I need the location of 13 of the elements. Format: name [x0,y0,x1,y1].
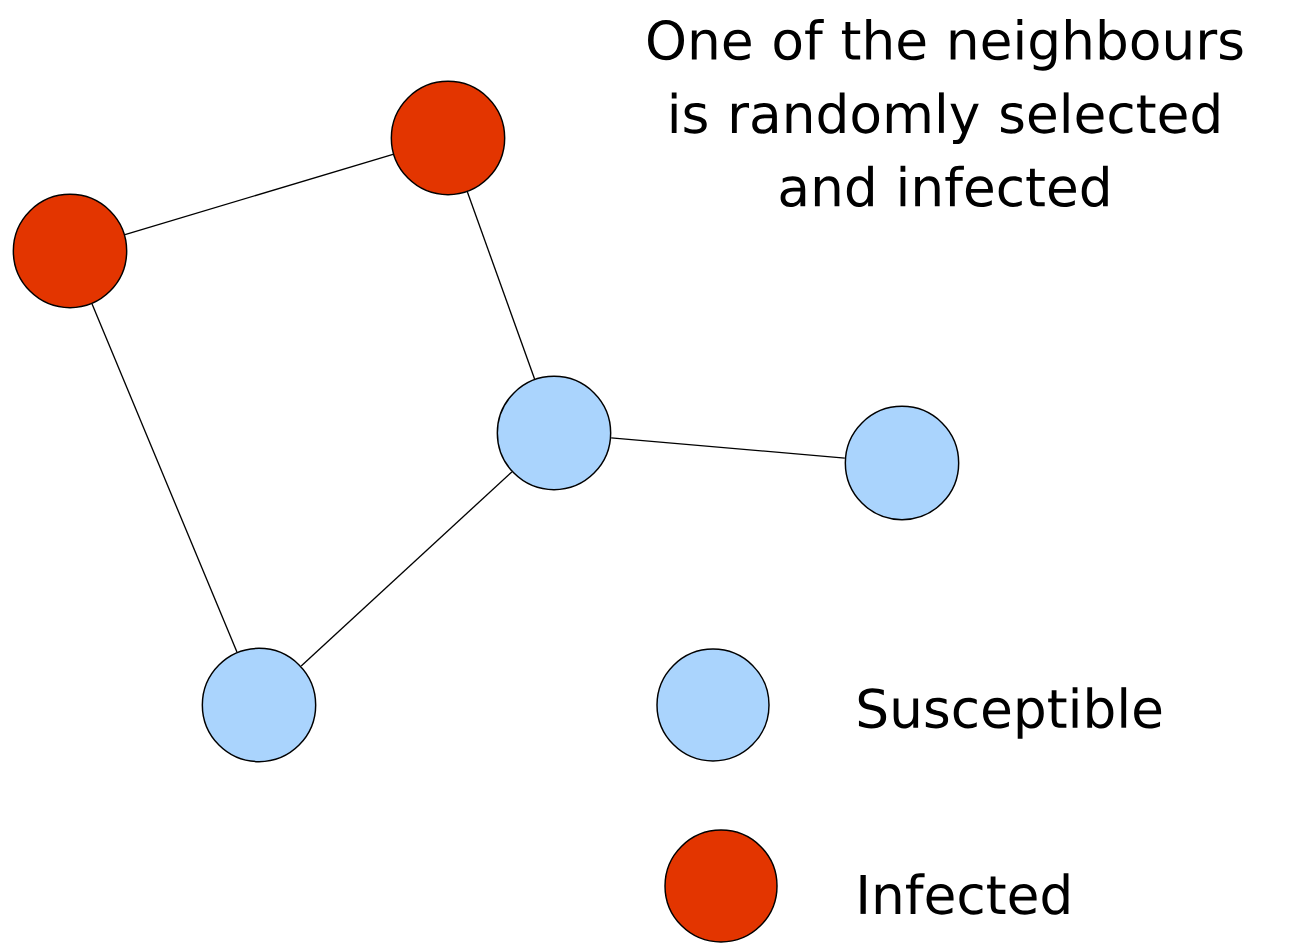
connecting-line [466,191,536,380]
network-node [844,405,960,521]
connecting-line [124,153,394,236]
network-node [390,80,506,196]
network-node [12,193,128,309]
title: One of the neighbours is randomly selected and infected [648,19,1243,207]
legend-label: Infected [860,873,1069,915]
connecting-line [610,437,846,459]
connecting-line [91,303,238,653]
network-node [496,375,612,491]
connecting-line [300,471,513,667]
legend-label: Susceptible [858,687,1162,739]
network-node [201,647,317,763]
